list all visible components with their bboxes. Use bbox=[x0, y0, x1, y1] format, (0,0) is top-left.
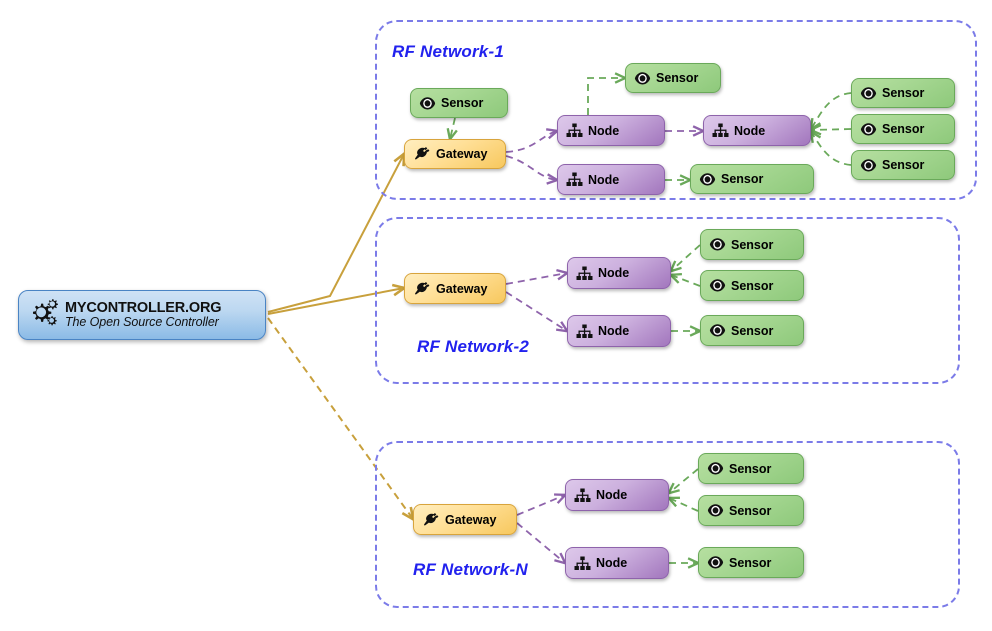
sensor-label: Sensor bbox=[729, 461, 772, 476]
eye-icon bbox=[634, 71, 651, 86]
plug-icon bbox=[413, 281, 431, 297]
node-box[interactable]: Node bbox=[565, 547, 669, 579]
node-box[interactable]: Node bbox=[557, 115, 665, 146]
eye-icon bbox=[707, 461, 724, 476]
sensor-label: Sensor bbox=[731, 237, 774, 252]
network-label-rf-network-n: RF Network-N bbox=[413, 560, 528, 579]
network-label-rf-network-2: RF Network-2 bbox=[417, 337, 529, 356]
controller-subtitle: The Open Source Controller bbox=[65, 315, 219, 330]
gateway-label: Gateway bbox=[436, 281, 488, 296]
node-label: Node bbox=[598, 324, 630, 338]
sensor-box[interactable]: Sensor bbox=[698, 495, 804, 526]
node-label: Node bbox=[734, 123, 766, 138]
sitemap-icon bbox=[576, 266, 593, 281]
sitemap-icon bbox=[576, 324, 593, 339]
sensor-label: Sensor bbox=[656, 71, 699, 85]
node-box[interactable]: Node bbox=[567, 257, 671, 289]
sensor-label: Sensor bbox=[731, 278, 774, 293]
sensor-box[interactable]: Sensor bbox=[410, 88, 508, 118]
node-box[interactable]: Node bbox=[703, 115, 811, 146]
network-label-rf-network-1: RF Network-1 bbox=[392, 42, 504, 61]
network-frame-rf-network-n bbox=[375, 441, 960, 608]
gateway-box[interactable]: Gateway bbox=[413, 504, 517, 535]
gateway-label: Gateway bbox=[445, 512, 497, 527]
eye-icon bbox=[699, 172, 716, 187]
network-frame-rf-network-1 bbox=[375, 20, 977, 200]
eye-icon bbox=[860, 86, 877, 101]
plug-icon bbox=[413, 146, 431, 162]
sitemap-icon bbox=[712, 123, 729, 138]
sitemap-icon bbox=[574, 488, 591, 503]
eye-icon bbox=[709, 323, 726, 338]
gateway-box[interactable]: Gateway bbox=[404, 139, 506, 169]
controller-title: MYCONTROLLER.ORG bbox=[65, 299, 222, 316]
sensor-box[interactable]: Sensor bbox=[851, 114, 955, 144]
sensor-box[interactable]: Sensor bbox=[851, 78, 955, 108]
sensor-label: Sensor bbox=[882, 86, 925, 100]
sensor-box[interactable]: Sensor bbox=[700, 315, 804, 346]
network-frame-rf-network-2 bbox=[375, 217, 960, 384]
eye-icon bbox=[860, 122, 877, 137]
sitemap-icon bbox=[574, 556, 591, 571]
sensor-label: Sensor bbox=[729, 503, 772, 518]
node-label: Node bbox=[596, 488, 628, 502]
sensor-label: Sensor bbox=[882, 158, 925, 172]
sensor-box[interactable]: Sensor bbox=[700, 270, 804, 301]
sensor-label: Sensor bbox=[441, 96, 484, 110]
sensor-label: Sensor bbox=[731, 323, 774, 338]
gears-icon bbox=[28, 298, 62, 333]
gateway-label: Gateway bbox=[436, 147, 488, 161]
node-box[interactable]: Node bbox=[565, 479, 669, 511]
node-label: Node bbox=[596, 556, 628, 570]
node-box[interactable]: Node bbox=[557, 164, 665, 195]
eye-icon bbox=[707, 503, 724, 518]
gateway-box[interactable]: Gateway bbox=[404, 273, 506, 304]
sensor-box[interactable]: Sensor bbox=[700, 229, 804, 260]
sensor-box[interactable]: Sensor bbox=[851, 150, 955, 180]
eye-icon bbox=[419, 96, 436, 111]
node-label: Node bbox=[588, 123, 620, 138]
controller-box[interactable]: MYCONTROLLER.ORG The Open Source Control… bbox=[18, 290, 266, 340]
node-label: Node bbox=[598, 266, 630, 280]
sensor-label: Sensor bbox=[721, 172, 764, 186]
sensor-box[interactable]: Sensor bbox=[698, 453, 804, 484]
node-box[interactable]: Node bbox=[567, 315, 671, 347]
eye-icon bbox=[709, 237, 726, 252]
sitemap-icon bbox=[566, 123, 583, 138]
sensor-label: Sensor bbox=[729, 555, 772, 570]
eye-icon bbox=[709, 278, 726, 293]
sensor-box[interactable]: Sensor bbox=[625, 63, 721, 93]
sensor-box[interactable]: Sensor bbox=[698, 547, 804, 578]
plug-icon bbox=[422, 512, 440, 528]
sitemap-icon bbox=[566, 172, 583, 187]
sensor-label: Sensor bbox=[882, 122, 925, 136]
eye-icon bbox=[860, 158, 877, 173]
node-label: Node bbox=[588, 172, 620, 187]
eye-icon bbox=[707, 555, 724, 570]
sensor-box[interactable]: Sensor bbox=[690, 164, 814, 194]
